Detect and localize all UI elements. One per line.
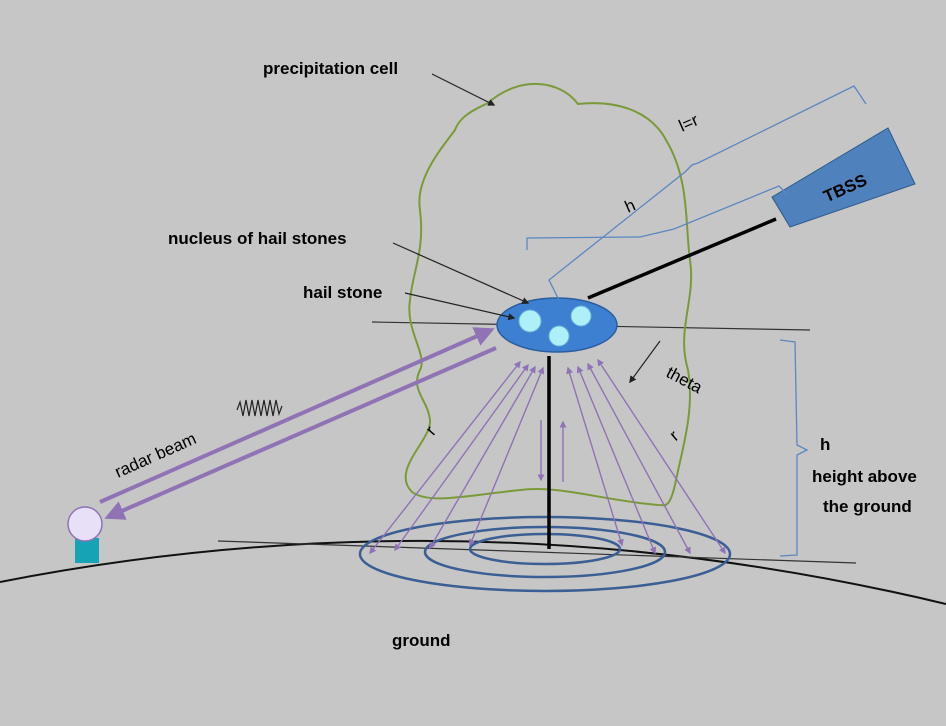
height-above-label: height above <box>812 467 917 486</box>
pointer-theta <box>629 340 661 384</box>
tbss-tether-line <box>587 217 777 300</box>
pointer-nucleus <box>392 242 530 304</box>
bracket-l-eq-r <box>548 85 867 301</box>
ground-tangent-line <box>217 540 857 564</box>
hail-stone-3 <box>570 305 592 327</box>
pointer-precipitation-cell <box>431 73 496 106</box>
h-bracket-label: h <box>622 195 638 216</box>
ground-label: ground <box>392 631 451 650</box>
wave-squiggle-icon <box>236 399 283 417</box>
radar-beam-return <box>104 346 497 520</box>
radar-station-icon <box>67 506 103 542</box>
r-right-label: r <box>666 426 683 444</box>
pointer-hail-stone <box>404 292 516 321</box>
hail-stone-1 <box>518 309 542 333</box>
the-ground-label: the ground <box>823 497 912 516</box>
hail-stone-2 <box>548 325 570 347</box>
precipitation-cell-label: precipitation cell <box>263 59 398 78</box>
slant-distance-arrows <box>369 358 726 555</box>
ground-ring-outer <box>358 515 732 593</box>
l-eq-r-label: l=r <box>676 110 702 135</box>
bracket-h-upper <box>526 185 789 250</box>
radar-beam-outgoing <box>99 327 495 504</box>
radar-beam-label: radar beam <box>112 429 199 482</box>
hail-stone-label: hail stone <box>303 283 382 302</box>
radar-station-base <box>75 538 99 563</box>
bracket-height-side <box>779 339 809 557</box>
theta-label: theta <box>663 363 706 398</box>
tbss-device <box>771 127 916 228</box>
h-side-label: h <box>820 435 830 454</box>
nucleus-label: nucleus of hail stones <box>168 229 347 248</box>
